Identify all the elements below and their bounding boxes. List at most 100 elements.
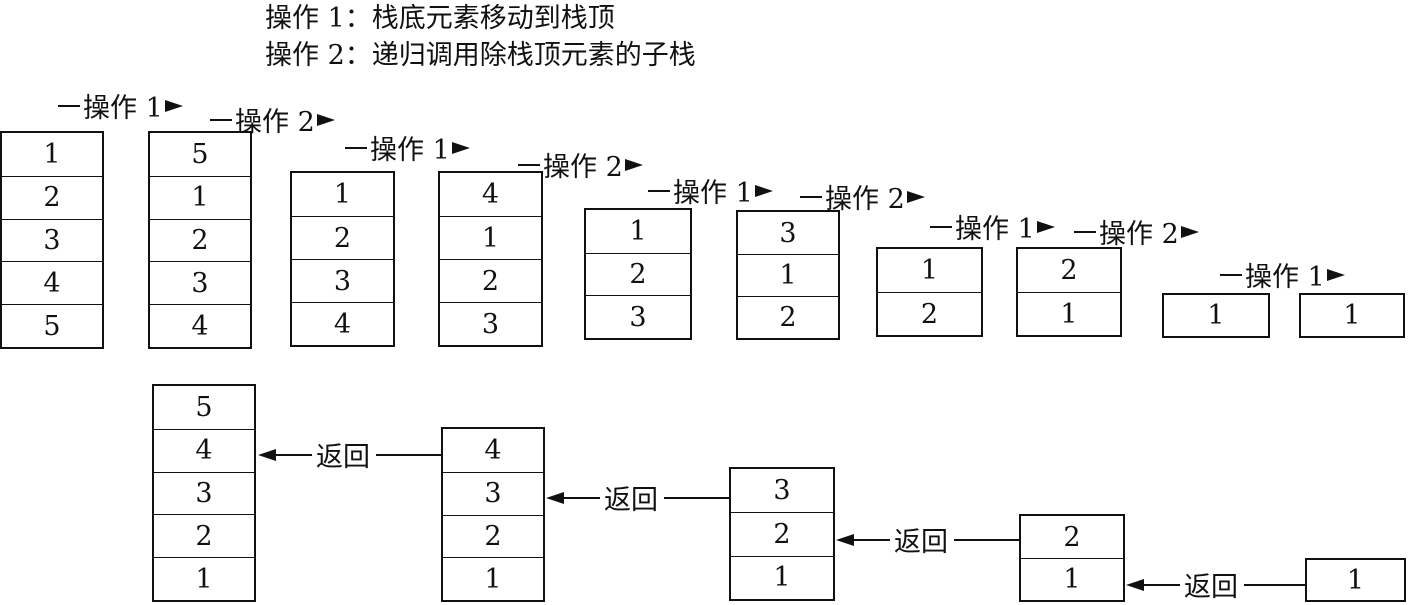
operation-arrow: 操作 1 — [58, 86, 183, 125]
stack-cell: 2 — [292, 216, 393, 259]
stack-cell: 2 — [150, 218, 250, 262]
stack-cell: 1 — [920, 255, 939, 286]
operation-label: 操作 1 — [955, 214, 1035, 245]
stack-cell: 1 — [738, 254, 838, 296]
operation-arrow: 操作 1 — [930, 207, 1055, 246]
stack-cell: 2 — [1060, 255, 1078, 286]
operation-arrow: 操作 2 — [210, 100, 335, 139]
return-arrow: 返回 — [258, 435, 441, 474]
stack-cell: 3 — [443, 471, 543, 515]
return-arrow: 返回 — [836, 520, 1019, 559]
return-arrow: 返回 — [1126, 565, 1305, 604]
stack-cell: 3 — [773, 475, 791, 507]
arrow-shaft — [564, 496, 600, 499]
stack-cell: 2 — [443, 514, 543, 558]
operation-label: 操作 2 — [543, 152, 623, 183]
arrow-right-icon — [754, 184, 773, 197]
stack-cell: 3 — [586, 295, 690, 338]
dash-line — [518, 163, 540, 166]
top-stack-10: 1 — [1299, 293, 1405, 338]
arrow-left-icon — [836, 533, 854, 546]
stack-cell: 1 — [1207, 300, 1225, 331]
stack-cell: 2 — [2, 175, 102, 219]
bottom-stack-5: 1 — [1305, 558, 1406, 602]
stack-cell: 1 — [154, 557, 254, 600]
operation-arrow: 操作 1 — [345, 128, 470, 167]
dash-line — [1220, 273, 1242, 276]
stack-cell: 3 — [2, 218, 102, 262]
dash-line — [210, 118, 232, 121]
stack-cell: 2 — [1063, 521, 1081, 553]
stack-cell: 2 — [731, 512, 833, 555]
dash-line — [58, 104, 80, 107]
operation-arrow: 操作 1 — [1220, 255, 1345, 294]
stack-cell: 1 — [1346, 564, 1365, 596]
stack-cell: 3 — [154, 471, 254, 515]
stack-cell: 1 — [1018, 292, 1120, 335]
stack-cell: 1 — [150, 175, 250, 219]
return-label: 返回 — [316, 442, 370, 473]
stack-cell: 3 — [292, 259, 393, 302]
stack-cell: 4 — [154, 428, 254, 472]
stack-cell: 2 — [154, 514, 254, 557]
operation-arrow: 操作 2 — [518, 145, 643, 184]
arrow-right-icon — [316, 113, 335, 126]
legend: 操作 1：栈底元素移动到栈顶 操作 2：递归调用除栈顶元素的子栈 — [265, 0, 696, 74]
stack-cell: 1 — [443, 557, 543, 600]
stack-cell: 5 — [2, 304, 102, 347]
stack-cell: 5 — [195, 391, 213, 423]
arrow-right-icon — [164, 99, 183, 112]
return-label: 返回 — [894, 527, 948, 558]
legend-operation-1: 操作 1：栈底元素移动到栈顶 — [265, 3, 615, 34]
arrow-tail — [954, 538, 1019, 541]
arrow-shaft — [854, 538, 890, 541]
operation-arrow: 操作 2 — [1074, 212, 1199, 251]
arrow-left-icon — [258, 448, 276, 461]
operation-label: 操作 1 — [370, 135, 450, 166]
arrow-shaft — [276, 453, 312, 456]
stack-cell: 4 — [150, 304, 250, 347]
arrow-tail — [664, 496, 729, 499]
legend-operation-2: 操作 2：递归调用除栈顶元素的子栈 — [265, 40, 696, 71]
return-label: 返回 — [604, 485, 658, 516]
arrow-right-icon — [1326, 268, 1345, 281]
operation-label: 操作 1 — [1245, 262, 1325, 293]
top-stack-9: 1 — [1162, 293, 1270, 338]
stack-cell: 2 — [440, 259, 541, 302]
stack-cell: 3 — [779, 217, 797, 249]
stack-cell: 1 — [43, 138, 61, 170]
stack-cell: 1 — [440, 216, 541, 259]
stack-cell: 4 — [481, 179, 500, 210]
operation-label: 操作 2 — [1099, 219, 1179, 250]
dash-line — [648, 189, 670, 192]
arrow-right-icon — [1036, 220, 1055, 233]
stack-cell: 3 — [150, 261, 250, 304]
operation-label: 操作 2 — [825, 184, 905, 215]
stack-cell: 4 — [292, 302, 393, 345]
operation-label: 操作 1 — [83, 93, 163, 124]
dash-line — [800, 195, 822, 198]
arrow-right-icon — [1180, 225, 1199, 238]
arrow-tail — [376, 453, 441, 456]
arrow-shaft — [1144, 583, 1180, 586]
dash-line — [345, 146, 367, 149]
return-label: 返回 — [1184, 572, 1238, 603]
stack-cell: 3 — [440, 302, 541, 345]
operation-arrow: 操作 2 — [800, 177, 925, 216]
stack-cell: 1 — [1343, 300, 1361, 331]
operation-label: 操作 1 — [673, 178, 753, 209]
stack-cell: 4 — [484, 434, 502, 466]
arrow-tail — [1244, 583, 1305, 586]
